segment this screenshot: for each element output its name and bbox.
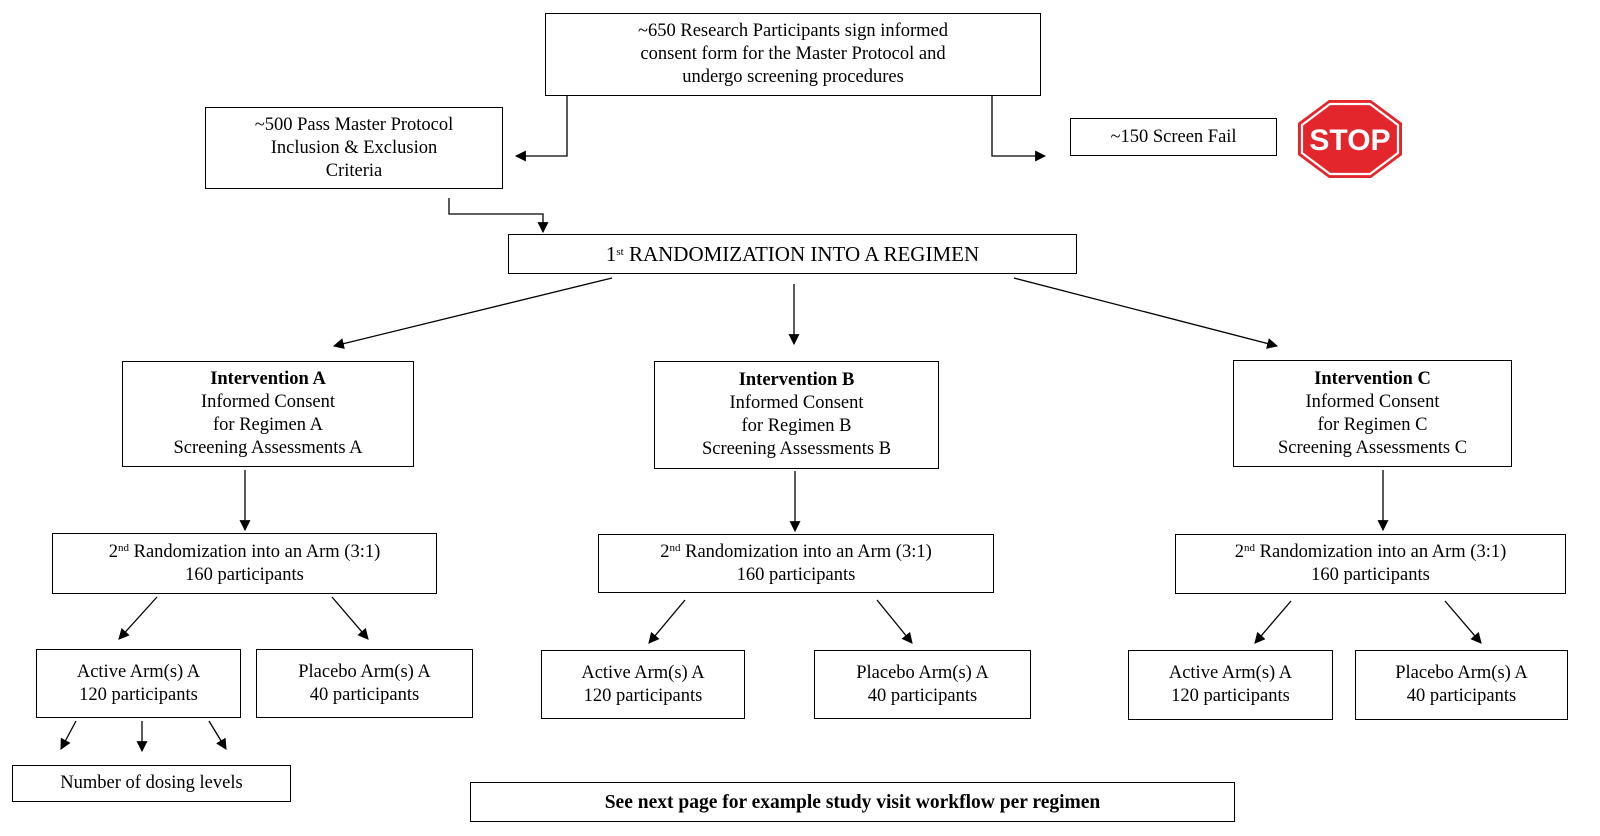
intervention-b-line-3: Screening Assessments B	[701, 439, 892, 459]
active-arm-b-box: Active Arm(s) A 120 participants	[541, 650, 745, 719]
second-randomization-b-box: 2nd Randomization into an Arm (3:1) 160 …	[598, 534, 994, 593]
arrow-rand2b-to-placebo	[876, 599, 913, 644]
consent-line-1: ~650 Research Participants sign informed	[637, 21, 949, 41]
second-randomization-c-label: 2nd Randomization into an Arm (3:1)	[1234, 542, 1507, 562]
arrow-top-to-fail	[991, 96, 1047, 162]
arrow-top-to-pass	[514, 96, 568, 162]
pass-line-2: Inclusion & Exclusion	[270, 137, 438, 158]
arrow-pass-to-rand1	[448, 198, 549, 234]
intervention-c-box: Intervention C Informed Consent for Regi…	[1233, 360, 1512, 467]
arrow-active-a-to-dosing-1	[60, 720, 77, 750]
arrow-rand1-to-intv-c	[1013, 277, 1279, 349]
intervention-c-line-3: Screening Assessments C	[1277, 437, 1468, 458]
second-randomization-a-label: 2nd Randomization into an Arm (3:1)	[108, 541, 381, 562]
intervention-a-line-1: Informed Consent	[200, 392, 336, 412]
second-randomization-a-box: 2nd Randomization into an Arm (3:1) 160 …	[52, 533, 437, 594]
active-arm-c-box: Active Arm(s) A 120 participants	[1128, 650, 1333, 720]
active-arm-a-label: Active Arm(s) A	[76, 661, 201, 682]
active-arm-c-label: Active Arm(s) A	[1168, 663, 1293, 683]
arrow-rand2a-to-placebo	[331, 596, 369, 640]
active-arm-b-label: Active Arm(s) A	[581, 662, 705, 683]
arrow-rand2b-to-active	[648, 599, 686, 644]
placebo-arm-c-label: Placebo Arm(s) A	[1395, 663, 1528, 683]
intervention-b-title: Intervention B	[738, 370, 855, 390]
intervention-b-line-2: for Regimen B	[741, 416, 852, 436]
intervention-a-title: Intervention A	[210, 369, 326, 389]
next-page-note-text: See next page for example study visit wo…	[604, 791, 1101, 813]
intervention-a-line-2: for Regimen A	[213, 415, 323, 435]
placebo-arm-b-count: 40 participants	[867, 685, 978, 706]
consent-line-3: undergo screening procedures	[682, 67, 904, 87]
placebo-arm-a-box: Placebo Arm(s) A 40 participants	[256, 649, 473, 718]
consent-line-2: consent form for the Master Protocol and	[640, 44, 946, 64]
consent-screening-box: ~650 Research Participants sign informed…	[545, 13, 1041, 96]
intervention-b-box: Intervention B Informed Consent for Regi…	[654, 361, 939, 469]
arrow-rand2c-to-placebo	[1444, 600, 1482, 644]
first-randomization-label: 1st RANDOMIZATION INTO A REGIMEN	[605, 241, 980, 266]
second-randomization-c-box: 2nd Randomization into an Arm (3:1) 160 …	[1175, 534, 1566, 594]
dosing-levels-box: Number of dosing levels	[12, 765, 291, 802]
stop-sign-text: STOP	[1309, 124, 1390, 157]
first-randomization-box: 1st RANDOMIZATION INTO A REGIMEN	[508, 234, 1077, 274]
active-arm-a-count: 120 participants	[79, 684, 198, 705]
screen-fail-box: ~150 Screen Fail	[1070, 118, 1277, 156]
pass-line-3: Criteria	[325, 160, 383, 181]
pass-line-1: ~500 Pass Master Protocol	[254, 114, 454, 135]
arrow-rand1-to-intv-a	[332, 277, 613, 349]
stop-sign-icon: STOP	[1298, 100, 1402, 178]
pass-criteria-box: ~500 Pass Master Protocol Inclusion & Ex…	[205, 107, 503, 189]
second-randomization-a-count: 160 participants	[185, 564, 304, 585]
intervention-c-line-1: Informed Consent	[1305, 391, 1440, 412]
placebo-arm-c-count: 40 participants	[1406, 686, 1517, 706]
screen-fail-text: ~150 Screen Fail	[1110, 126, 1237, 147]
placebo-arm-b-box: Placebo Arm(s) A 40 participants	[814, 650, 1031, 719]
placebo-arm-a-label: Placebo Arm(s) A	[298, 661, 431, 682]
dosing-levels-text: Number of dosing levels	[60, 773, 243, 793]
active-arm-b-count: 120 participants	[583, 685, 703, 706]
placebo-arm-c-box: Placebo Arm(s) A 40 participants	[1355, 650, 1568, 720]
second-randomization-b-label: 2nd Randomization into an Arm (3:1)	[660, 541, 932, 562]
intervention-a-line-3: Screening Assessments A	[173, 438, 363, 458]
placebo-arm-a-count: 40 participants	[309, 684, 420, 705]
intervention-b-line-1: Informed Consent	[729, 393, 864, 413]
second-randomization-b-count: 160 participants	[736, 564, 856, 585]
intervention-a-box: Intervention A Informed Consent for Regi…	[122, 361, 414, 467]
second-randomization-c-count: 160 participants	[1311, 565, 1430, 585]
arrow-rand2a-to-active	[118, 596, 158, 640]
active-arm-c-count: 120 participants	[1171, 686, 1290, 706]
intervention-c-title: Intervention C	[1314, 368, 1431, 389]
arrow-active-a-to-dosing-3	[208, 720, 227, 750]
next-page-note-box: See next page for example study visit wo…	[470, 782, 1235, 822]
placebo-arm-b-label: Placebo Arm(s) A	[856, 662, 989, 683]
active-arm-a-box: Active Arm(s) A 120 participants	[36, 649, 241, 718]
intervention-c-line-2: for Regimen C	[1317, 414, 1428, 435]
arrow-rand2c-to-active	[1254, 600, 1292, 644]
